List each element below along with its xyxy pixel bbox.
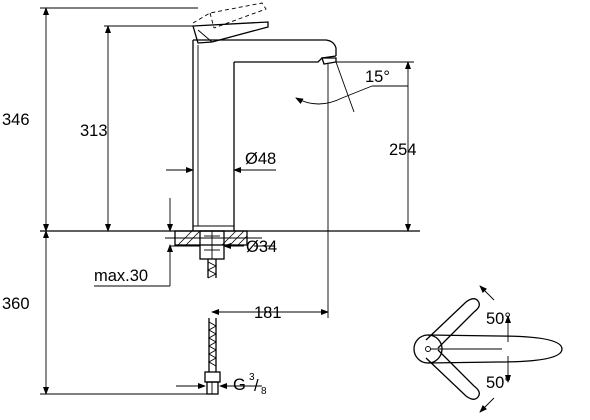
- label-313: 313: [80, 122, 108, 140]
- label-d34: Ø34: [246, 238, 277, 256]
- label-lever-bottom-angle: 50°: [486, 374, 511, 392]
- label-connection-num: 3: [249, 372, 255, 383]
- dimension-313: 313: [80, 25, 193, 232]
- dimension-181: 181: [211, 64, 329, 322]
- label-connection-slash: /: [254, 377, 259, 395]
- label-connection-g: G: [233, 376, 246, 394]
- dimension-d48: Ø48: [166, 150, 276, 173]
- label-181: 181: [254, 304, 282, 322]
- supply-hose: [204, 259, 221, 395]
- faucet-body: [192, 2, 337, 231]
- dimension-360: 360: [2, 230, 212, 395]
- top-view: 50° 50°: [413, 285, 563, 413]
- label-15deg: 15°: [365, 68, 390, 86]
- dimension-connection: G 3 / 8: [176, 372, 267, 397]
- label-d48: Ø48: [245, 150, 276, 168]
- dimension-15deg: 15°: [295, 61, 408, 113]
- dimension-max30: max.30: [94, 198, 173, 287]
- dimension-d34: Ø34: [170, 238, 277, 256]
- label-connection-den: 8: [261, 386, 267, 397]
- label-max30: max.30: [94, 267, 148, 285]
- dimension-346: 346: [2, 7, 198, 232]
- dimension-254: 254: [336, 61, 417, 232]
- label-254: 254: [389, 141, 417, 159]
- label-360: 360: [2, 295, 30, 313]
- label-lever-top-angle: 50°: [486, 310, 511, 328]
- label-346: 346: [2, 111, 30, 129]
- countertop: [40, 230, 420, 260]
